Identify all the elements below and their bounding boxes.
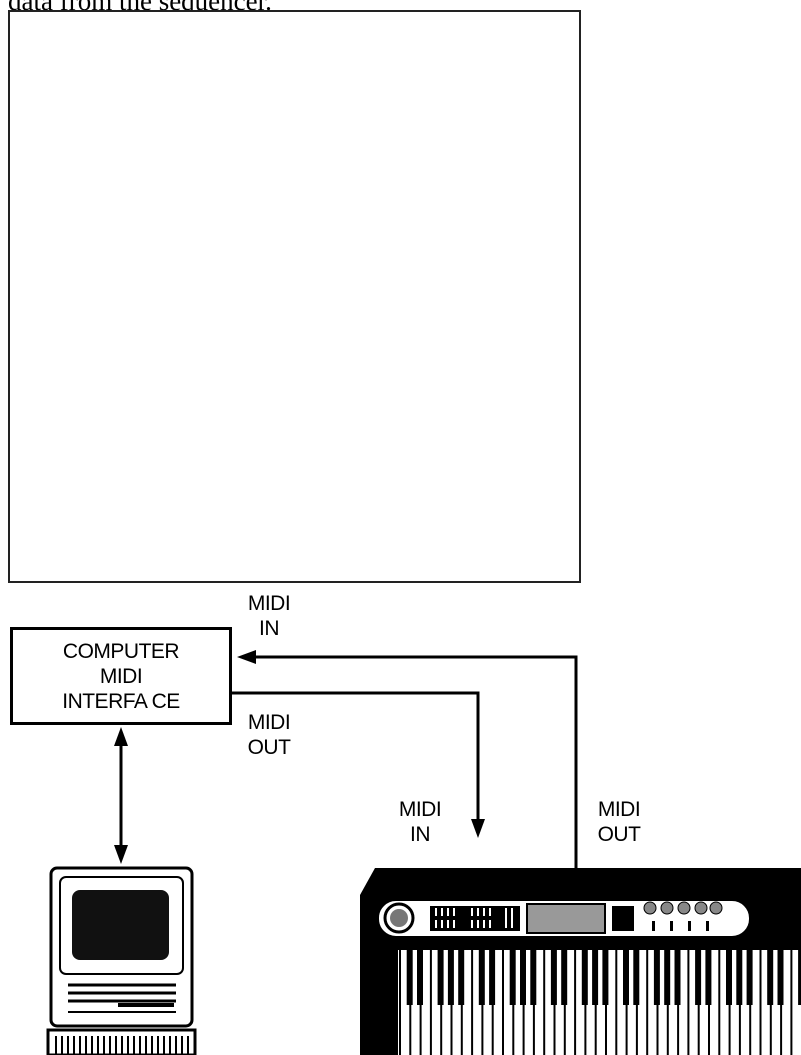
- black-key: [550, 950, 557, 1005]
- black-key: [489, 950, 496, 1005]
- midi-out-to-interface-in-cable: [252, 655, 578, 870]
- black-key: [633, 950, 640, 1005]
- black-key: [592, 950, 599, 1005]
- black-key: [695, 950, 702, 1005]
- arrowhead-up-icon: [114, 727, 128, 746]
- black-key: [767, 950, 774, 1005]
- black-key: [478, 950, 485, 1005]
- black-key: [664, 950, 671, 1005]
- arrowhead-left-icon: [237, 650, 256, 664]
- label-line: MIDI: [247, 592, 291, 615]
- black-key: [417, 950, 423, 1005]
- computer-midi-interface-box: COMPUTER MIDI INTERFA CE: [10, 627, 232, 725]
- black-key: [520, 950, 526, 1005]
- black-key: [581, 950, 588, 1005]
- computer-icon: [46, 866, 197, 1055]
- black-key: [530, 950, 537, 1005]
- arrowhead-down-icon: [471, 819, 485, 838]
- black-key: [746, 950, 753, 1005]
- keyboard-midi-out-label: MIDI OUT: [593, 797, 645, 847]
- black-key: [447, 950, 454, 1005]
- interface-midi-in-label: MIDI IN: [244, 591, 294, 641]
- label-line: MIDI: [398, 798, 442, 821]
- label-line: OUT: [247, 736, 291, 759]
- black-key: [653, 950, 660, 1005]
- interface-label-line-2: MIDI: [99, 664, 143, 688]
- interface-midi-out-label: MIDI OUT: [243, 710, 295, 760]
- black-key: [561, 950, 568, 1005]
- label-line: MIDI: [247, 711, 291, 734]
- black-key: [509, 950, 516, 1005]
- label-line: OUT: [597, 823, 641, 846]
- black-key: [602, 950, 609, 1005]
- label-line: IN: [410, 823, 431, 846]
- keyboard-synthesizer-icon: [360, 868, 801, 1055]
- interface-label-line-3: INTERFA CE: [62, 689, 180, 713]
- black-key: [437, 950, 444, 1005]
- black-key: [406, 950, 413, 1005]
- interface-out-to-keyboard-in-cable: [232, 691, 480, 822]
- black-key: [705, 950, 712, 1005]
- black-key: [798, 950, 801, 1005]
- black-key: [674, 950, 681, 1005]
- black-key: [736, 950, 743, 1005]
- black-key: [623, 950, 629, 1005]
- arrowhead-down-icon: [114, 845, 128, 864]
- black-key: [777, 950, 784, 1005]
- blank-image-frame: [8, 10, 581, 583]
- black-key: [726, 950, 732, 1005]
- label-line: IN: [259, 617, 280, 640]
- interface-label-line-1: COMPUTER: [62, 639, 180, 663]
- label-line: MIDI: [597, 798, 641, 821]
- black-key: [458, 950, 465, 1005]
- keyboard-midi-in-label: MIDI IN: [394, 797, 446, 847]
